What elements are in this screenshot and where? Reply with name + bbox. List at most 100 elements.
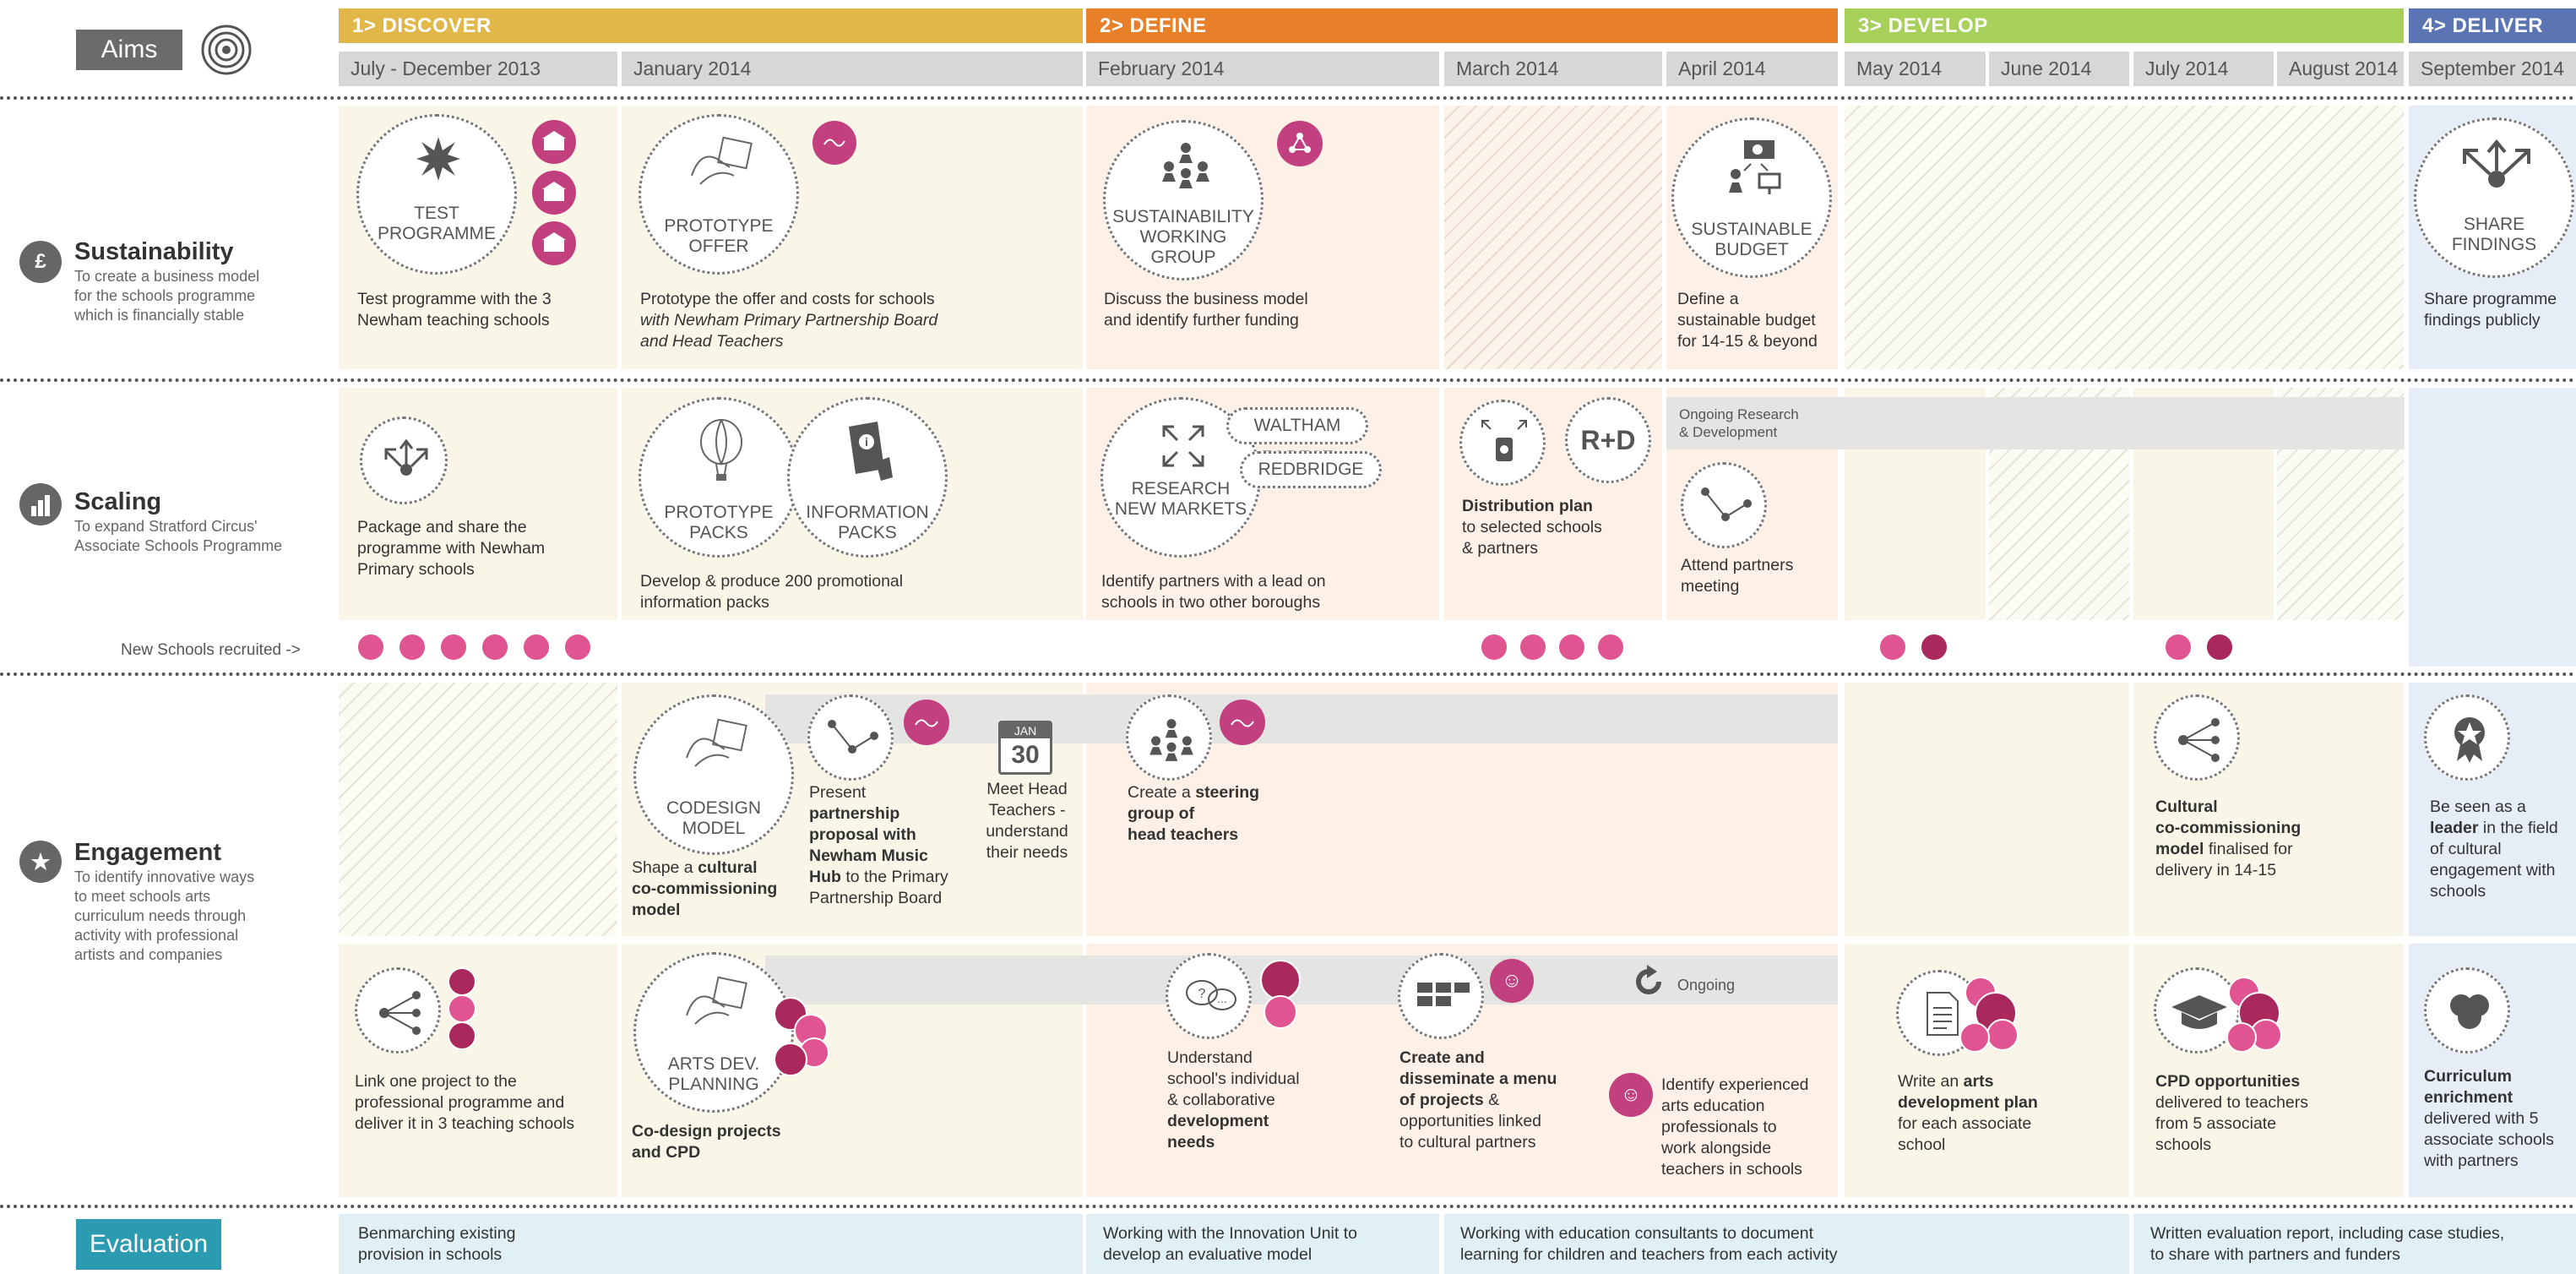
school-badge — [1480, 633, 1508, 662]
distribution-circle — [1459, 400, 1546, 486]
sustain-cell-develop — [1845, 106, 2404, 369]
theatre-masks-icon: ☺ — [1609, 1073, 1653, 1117]
group-icon — [1162, 143, 1209, 188]
school-badge — [1920, 633, 1948, 662]
school-badge — [1264, 995, 1297, 1029]
school-icon — [532, 120, 576, 164]
budget-icon — [1729, 140, 1781, 194]
school-icon — [532, 171, 576, 215]
aim-desc-scaling: To expand Stratford Circus'Associate Sch… — [74, 518, 283, 554]
package-circle — [360, 416, 448, 504]
network-icon — [1277, 121, 1323, 166]
eval-text-4: Written evaluation report, including cas… — [2150, 1224, 2505, 1264]
engage2-band — [765, 956, 1838, 1004]
school-badge — [1959, 1022, 1990, 1053]
school-badge — [356, 633, 385, 662]
school-badge — [1596, 633, 1625, 662]
sustain-cell-mar — [1444, 106, 1662, 369]
hands-icon — [686, 976, 747, 1025]
month-jun-2014: June 2014 — [1989, 52, 2129, 86]
heart-icon — [2450, 994, 2489, 1029]
partners-meeting-circle — [1681, 462, 1767, 548]
tag-redbridge: REDBRIDGE — [1240, 451, 1382, 488]
month-jan-2014: January 2014 — [622, 52, 1083, 86]
link-project-circle — [355, 967, 441, 1054]
phase-develop: 3> DEVELOP — [1845, 8, 2404, 43]
eval-cell-4 — [2133, 1214, 2576, 1274]
eval-cell-1 — [339, 1214, 1083, 1274]
school-badge — [2226, 1022, 2257, 1053]
starburst-icon — [416, 137, 460, 181]
month-jul-dec-2013: July - December 2013 — [339, 52, 617, 86]
theatre-masks-icon: ☺ — [1490, 959, 1534, 1003]
partnership-circle — [807, 694, 894, 781]
distribution-icon — [1481, 420, 1527, 461]
school-badge — [2164, 633, 2193, 662]
aim-title-engagement: Engagement — [74, 839, 222, 866]
school-badge — [398, 633, 427, 662]
info-pack-icon: i — [849, 422, 893, 481]
steering-group-circle — [1126, 694, 1212, 781]
svg-text:...: ... — [1217, 992, 1227, 1005]
phase-define: 2> DEFINE — [1086, 8, 1838, 43]
bar-chart-icon — [19, 483, 62, 525]
grid-icon — [1417, 983, 1470, 1006]
school-badge — [1260, 960, 1301, 1000]
hands-icon — [686, 718, 747, 767]
sustain-text-prototype: Prototype the offer and costs for school… — [640, 290, 938, 351]
network-icon — [1701, 487, 1752, 521]
share-arrows-icon — [384, 438, 428, 476]
share-icon — [2178, 718, 2220, 762]
arts-dev-circle: ARTS DEV.PLANNING — [633, 952, 794, 1113]
network-icon — [828, 720, 878, 754]
share-arrows-icon — [2463, 139, 2530, 188]
award-icon — [2454, 717, 2485, 763]
school-icon — [532, 221, 576, 265]
balloon-icon — [700, 419, 742, 481]
hands-icon — [691, 136, 753, 185]
aim-title-scaling: Scaling — [74, 488, 162, 515]
divider — [0, 1205, 2576, 1208]
school-badge — [2205, 633, 2234, 662]
graduation-cap-icon — [2171, 995, 2227, 1029]
wave-icon — [1220, 700, 1265, 745]
school-badge — [439, 633, 468, 662]
school-badge — [774, 1043, 807, 1076]
understand-circle: ?... — [1166, 953, 1252, 1039]
school-badge — [563, 633, 592, 662]
ongoing-label: Ongoing — [1677, 977, 1736, 994]
school-badge — [1878, 633, 1907, 662]
month-mar-2014: March 2014 — [1444, 52, 1662, 86]
school-badge — [1519, 633, 1547, 662]
school-badge — [1986, 1019, 2019, 1051]
